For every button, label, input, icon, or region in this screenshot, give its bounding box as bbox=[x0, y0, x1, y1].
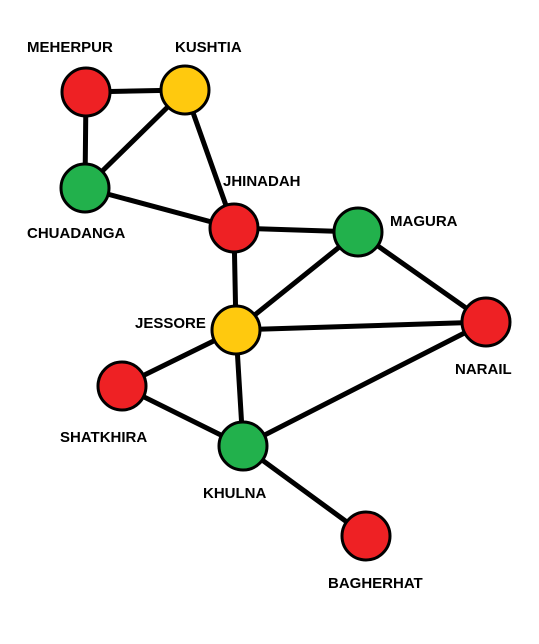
label-shatkhira: SHATKHIRA bbox=[60, 429, 147, 446]
edges-layer bbox=[82, 87, 489, 539]
edge-magura-jessore bbox=[233, 229, 361, 333]
label-kushtia: KUSHTIA bbox=[175, 39, 242, 56]
node-kushtia bbox=[159, 64, 211, 116]
node-shatkhira bbox=[96, 360, 148, 412]
labels-layer: MEHERPUR KUSHTIA CHUADANGA JHINADAH MAGURA JE… bbox=[27, 39, 512, 592]
node-narail bbox=[460, 296, 512, 348]
node-khulna bbox=[217, 420, 269, 472]
node-jessore bbox=[210, 304, 262, 356]
edge-chuadanga-jhinadah bbox=[82, 185, 237, 231]
node-magura bbox=[332, 206, 384, 258]
edge-magura-narail bbox=[355, 229, 489, 325]
label-jessore: JESSORE bbox=[135, 315, 206, 332]
label-narail: NARAIL bbox=[455, 361, 512, 378]
label-magura: MAGURA bbox=[390, 213, 458, 230]
node-meherpur bbox=[60, 66, 112, 118]
label-jhinadah: JHINADAH bbox=[223, 173, 301, 190]
node-chuadanga bbox=[59, 162, 111, 214]
label-bagherhat: BAGHERHAT bbox=[328, 575, 423, 592]
nodes-layer bbox=[59, 64, 512, 562]
label-meherpur: MEHERPUR bbox=[27, 39, 113, 56]
label-chuadanga: CHUADANGA bbox=[27, 225, 125, 242]
node-bagherhat bbox=[340, 510, 392, 562]
label-khulna: KHULNA bbox=[203, 485, 266, 502]
edge-khulna-narail bbox=[240, 319, 489, 449]
edge-jessore-narail bbox=[233, 319, 489, 333]
node-jhinadah bbox=[208, 202, 260, 254]
